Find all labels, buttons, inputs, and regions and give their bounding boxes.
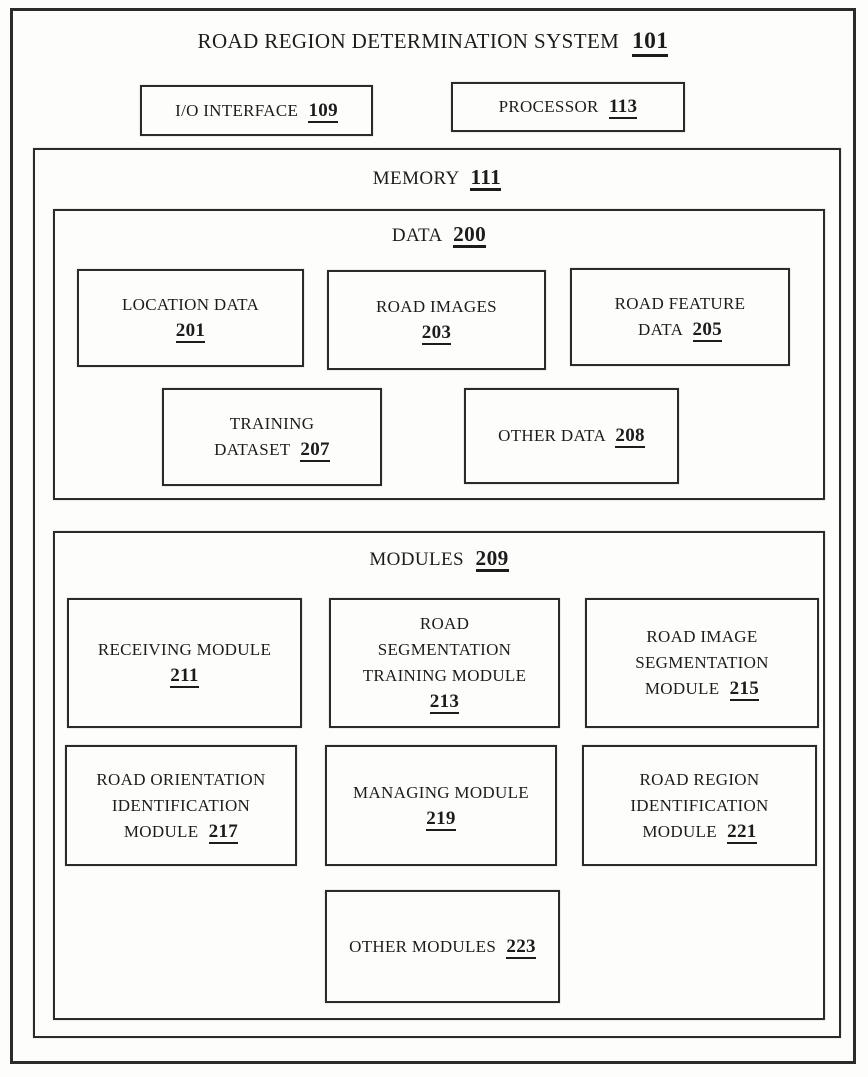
data-item-ref-number: 201 <box>175 320 206 343</box>
module-item-road-orientation-identification: ROAD ORIENTATION IDENTIFICATION MODULE 2… <box>65 745 297 866</box>
module-item-ref-number: 217 <box>208 820 239 844</box>
module-item-road-region-identification: ROAD REGION IDENTIFICATION MODULE 221 <box>582 745 817 866</box>
module-item-label: ROAD <box>419 614 470 633</box>
data-item-ref-number: 203 <box>421 322 452 345</box>
memory-label: MEMORY <box>372 168 459 189</box>
memory-header: MEMORY 111 <box>35 166 839 192</box>
modules-ref-number: 209 <box>475 547 509 573</box>
module-item-label: MODULE <box>644 679 720 698</box>
module-item-label: MODULE <box>642 821 717 841</box>
data-header: DATA 200 <box>55 223 823 249</box>
module-item-label: MODULE <box>123 821 199 841</box>
data-item-road-images: ROAD IMAGES 203 <box>327 270 546 370</box>
module-item-label: SEGMENTATION <box>635 653 769 672</box>
data-item-label: OTHER DATA <box>498 426 606 445</box>
module-item-ref-number: 215 <box>729 678 760 701</box>
module-item-label: IDENTIFICATION <box>630 795 769 815</box>
system-box: ROAD REGION DETERMINATION SYSTEM 101 I/O… <box>10 8 856 1064</box>
data-box: DATA 200 LOCATION DATA 201 ROAD IMAGES 2… <box>53 209 825 500</box>
module-item-label: ROAD REGION <box>639 769 760 789</box>
module-item-ref-number: 223 <box>506 935 536 959</box>
data-label: DATA <box>391 225 442 246</box>
module-item-label: ROAD ORIENTATION <box>96 769 266 789</box>
modules-box: MODULES 209 RECEIVING MODULE 211 ROAD SE… <box>53 531 825 1020</box>
data-item-label: DATASET <box>214 440 291 459</box>
module-item-ref-number: 213 <box>429 691 460 714</box>
processor-label: PROCESSOR <box>498 97 599 116</box>
io-interface-label: I/O INTERFACE <box>175 100 299 120</box>
module-item-label: RECEIVING MODULE <box>97 640 272 659</box>
data-item-training-dataset: TRAINING DATASET 207 <box>162 388 382 486</box>
data-item-label: DATA <box>638 320 683 339</box>
modules-label: MODULES <box>369 549 464 570</box>
module-item-ref-number: 211 <box>170 665 199 688</box>
data-item-label: TRAINING <box>229 414 315 433</box>
module-item-other-modules: OTHER MODULES 223 <box>325 890 560 1003</box>
module-item-ref-number: 219 <box>426 807 456 831</box>
system-title-label: ROAD REGION DETERMINATION SYSTEM <box>197 29 620 53</box>
processor-box: PROCESSOR 113 <box>451 82 685 132</box>
module-item-receiving: RECEIVING MODULE 211 <box>67 598 302 728</box>
data-item-label: ROAD IMAGES <box>376 297 497 316</box>
modules-header: MODULES 209 <box>55 547 823 573</box>
io-interface-ref-number: 109 <box>308 99 338 123</box>
module-item-label: OTHER MODULES <box>349 936 497 956</box>
data-item-ref-number: 208 <box>615 425 645 448</box>
module-item-managing: MANAGING MODULE 219 <box>325 745 557 866</box>
module-item-label: SEGMENTATION <box>377 640 512 659</box>
memory-ref-number: 111 <box>470 166 502 192</box>
data-item-other-data: OTHER DATA 208 <box>464 388 679 484</box>
module-item-road-image-segmentation: ROAD IMAGE SEGMENTATION MODULE 215 <box>585 598 819 728</box>
system-ref-number: 101 <box>631 29 669 57</box>
data-item-label: LOCATION DATA <box>121 295 260 314</box>
module-item-label: IDENTIFICATION <box>111 795 251 815</box>
data-ref-number: 200 <box>453 223 487 249</box>
module-item-label: TRAINING MODULE <box>362 666 527 685</box>
io-interface-box: I/O INTERFACE 109 <box>140 85 373 136</box>
memory-box: MEMORY 111 DATA 200 LOCATION DATA 201 RO… <box>33 148 841 1038</box>
module-item-label: ROAD IMAGE <box>646 627 758 646</box>
module-item-ref-number: 221 <box>727 820 757 844</box>
processor-ref-number: 113 <box>608 96 638 119</box>
system-title: ROAD REGION DETERMINATION SYSTEM 101 <box>13 29 853 57</box>
module-item-label: MANAGING MODULE <box>353 782 529 802</box>
data-item-ref-number: 207 <box>300 439 330 462</box>
data-item-location-data: LOCATION DATA 201 <box>77 269 304 367</box>
data-item-label: ROAD FEATURE <box>614 294 746 313</box>
module-item-road-segmentation-training: ROAD SEGMENTATION TRAINING MODULE 213 <box>329 598 560 728</box>
data-item-road-feature-data: ROAD FEATURE DATA 205 <box>570 268 790 366</box>
data-item-ref-number: 205 <box>692 319 722 342</box>
